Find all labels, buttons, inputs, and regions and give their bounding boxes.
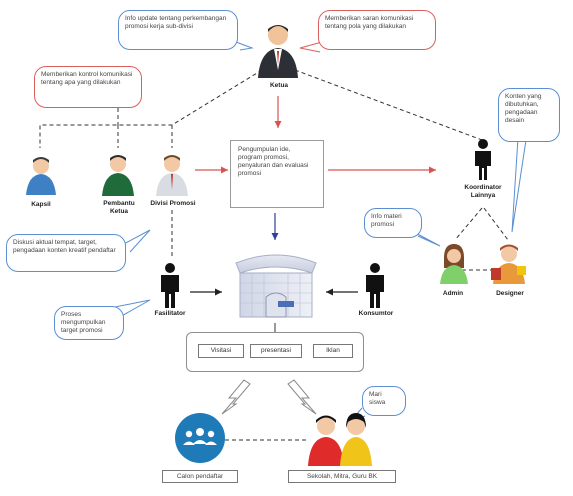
pembantu-ketua-avatar-icon bbox=[102, 155, 134, 196]
koordinator-figure-icon bbox=[475, 139, 491, 180]
siswa-callout: Mari siswa bbox=[362, 386, 406, 416]
ketua-advice-callout: Memberikan saran komunikasi tentang pola… bbox=[318, 10, 436, 50]
kapsil-label: Kapsil bbox=[31, 201, 51, 208]
fasilitator-label: Fasilitator bbox=[154, 310, 186, 317]
divisi-callout: Diskusi aktual tempat, target, pengadaan… bbox=[6, 234, 126, 272]
ketua-to-left-team-line bbox=[39, 69, 263, 148]
ketua-avatar-icon bbox=[258, 25, 298, 78]
channel-presentasi: presentasi bbox=[250, 344, 302, 358]
calon-pendaftar-group-icon bbox=[175, 413, 225, 463]
channel-iklan: Iklan bbox=[313, 344, 353, 358]
fasilitator-figure-icon bbox=[161, 263, 179, 308]
admin-label: Admin bbox=[442, 290, 464, 297]
koordinator-to-admin-line bbox=[454, 207, 483, 241]
konsumtor-label: Konsumtor bbox=[358, 310, 394, 317]
hollow-arrow-left bbox=[221, 379, 251, 415]
siswa-people-icon bbox=[308, 413, 372, 466]
designer-label: Designer bbox=[496, 290, 524, 297]
ketua-label: Ketua bbox=[269, 82, 289, 89]
pembantu-ketua-label: Pembantu Ketua bbox=[103, 200, 135, 215]
ketua-info-callout: Info update tentang perkembangan promosi… bbox=[118, 10, 238, 50]
channel-visitasi: Visitasi bbox=[198, 344, 244, 358]
admin-callout: Info materi promosi bbox=[364, 208, 422, 238]
ketua-to-koordinator-line bbox=[294, 69, 483, 141]
divisi-promosi-avatar-icon bbox=[156, 155, 188, 196]
kapsil-avatar-icon bbox=[26, 157, 56, 195]
konsumtor-figure-icon bbox=[366, 263, 384, 308]
admin-avatar-icon bbox=[440, 244, 468, 284]
hollow-arrow-right bbox=[287, 379, 317, 415]
building-icon bbox=[235, 254, 317, 318]
koordinator-label: Koordinator Lainnya bbox=[464, 184, 502, 199]
calon-pendaftar-caption: Calon pendaftar bbox=[162, 470, 238, 483]
designer-avatar-icon bbox=[491, 244, 526, 284]
divisi-promosi-label: Divisi Promosi bbox=[150, 200, 196, 207]
siswa-caption: Sekolah, Mitra, Guru BK bbox=[288, 470, 396, 483]
process-box: Pengumpulan ide, program promosi, penyal… bbox=[230, 140, 324, 208]
pembantu-callout: Memberikan kontrol komunikasi tentang ap… bbox=[34, 66, 142, 108]
fasilitator-callout: Proses mengumpulkan target promosi bbox=[54, 306, 124, 340]
designer-callout: Konten yang dibutuhkan, pengadaan desain bbox=[498, 88, 560, 142]
koordinator-to-designer-line bbox=[483, 207, 509, 241]
